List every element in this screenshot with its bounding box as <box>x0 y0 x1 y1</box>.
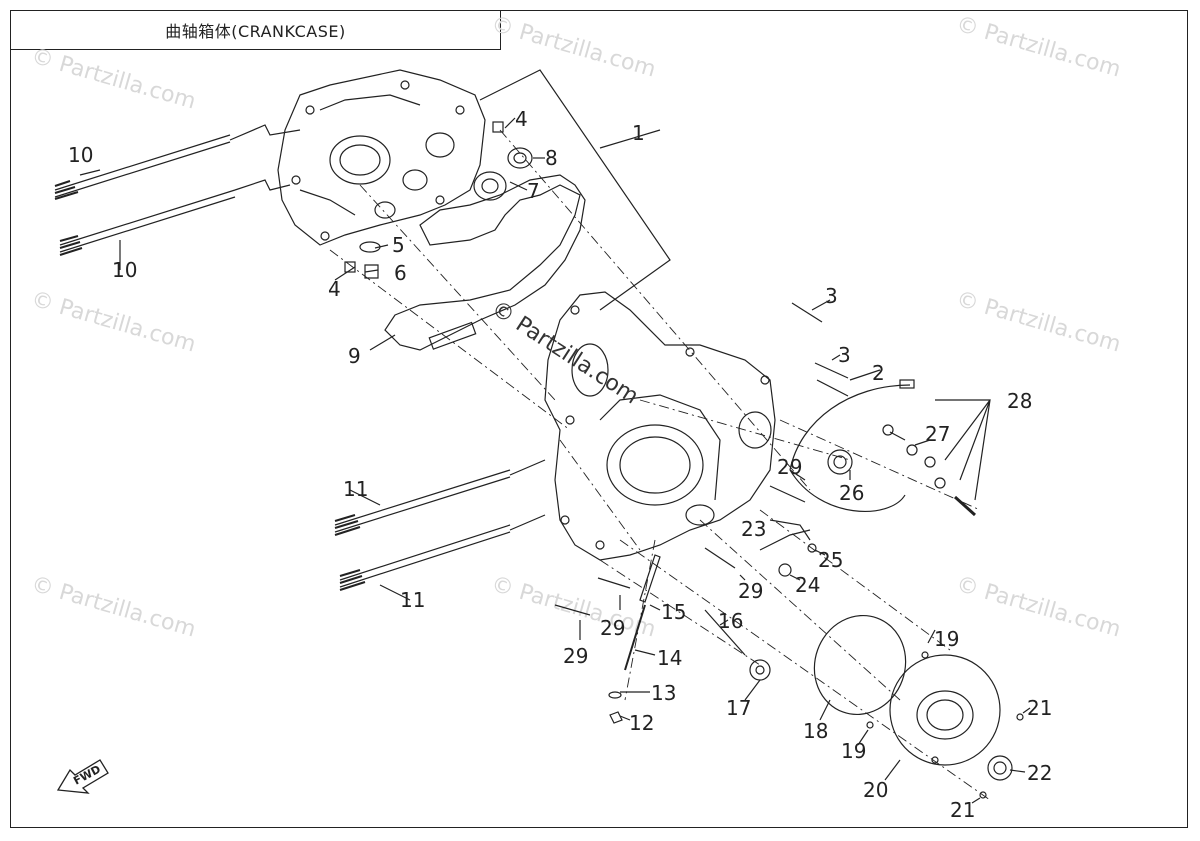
callout: 24 <box>795 573 820 597</box>
callout: 6 <box>394 261 407 285</box>
callout: 8 <box>545 146 558 170</box>
stud-bolts-10 <box>54 134 236 256</box>
callout: 29 <box>563 644 588 668</box>
callout: 15 <box>661 600 686 624</box>
callout: 12 <box>629 711 654 735</box>
leader-lines <box>79 69 1031 804</box>
callout: 10 <box>112 258 137 282</box>
crankcase-gasket <box>384 174 586 351</box>
watermark: © Partzilla.com <box>28 572 198 643</box>
diagram-title: 曲轴箱体(CRANKCASE) <box>165 22 346 41</box>
callout: 28 <box>1007 389 1032 413</box>
callout: 29 <box>600 616 625 640</box>
watermark: © Partzilla.com <box>953 287 1123 358</box>
callout: 7 <box>527 179 540 203</box>
title-box: 曲轴箱体(CRANKCASE) <box>10 10 501 50</box>
callout: 29 <box>738 579 763 603</box>
callout: 26 <box>839 481 864 505</box>
callout: 4 <box>515 107 528 131</box>
forward-arrow-icon: FWD <box>56 759 109 794</box>
drain-plug <box>364 264 379 279</box>
assembly-lines <box>329 129 991 801</box>
oil-seal <box>987 755 1013 781</box>
callout: 5 <box>392 233 405 257</box>
screw <box>1016 713 1024 721</box>
oil-seal <box>827 449 853 475</box>
callout: 18 <box>803 719 828 743</box>
watermark: © Partzilla.com <box>953 572 1123 643</box>
callout: 13 <box>651 681 676 705</box>
watermark: © Partzilla.com <box>953 12 1123 83</box>
watermark: © Partzilla.com <box>488 12 658 83</box>
callout: 16 <box>718 609 743 633</box>
washer <box>778 563 792 577</box>
callout: 19 <box>934 627 959 651</box>
callout: 19 <box>841 739 866 763</box>
callout: 3 <box>838 343 851 367</box>
callout: 3 <box>825 284 838 308</box>
center-watermark: © Partzilla.com <box>487 296 643 409</box>
screw <box>979 791 987 799</box>
cable-connector <box>899 379 915 389</box>
callout: 27 <box>925 422 950 446</box>
callout: 4 <box>328 277 341 301</box>
bolts <box>554 302 977 616</box>
diagram-frame <box>10 10 1188 828</box>
callout: 25 <box>818 548 843 572</box>
callout: 11 <box>400 588 425 612</box>
bolt <box>807 543 817 553</box>
callout: 10 <box>68 143 93 167</box>
watermarks: © Partzilla.com © Partzilla.com © Partzi… <box>28 12 1123 643</box>
left-crankcase-half <box>277 69 486 246</box>
stud-bolts-11 <box>334 469 511 591</box>
dowel-pin <box>492 121 504 133</box>
callout: 21 <box>1027 696 1052 720</box>
cable <box>789 384 911 512</box>
watermark: © Partzilla.com <box>28 287 198 358</box>
callout: 17 <box>726 696 751 720</box>
side-cover <box>866 651 1001 766</box>
watermark: © Partzilla.com <box>28 44 198 115</box>
bearings <box>473 147 533 201</box>
callout-labels: 1 2 3 3 4 4 5 6 7 8 9 10 10 11 11 12 13 … <box>68 107 1052 822</box>
callout: 29 <box>777 455 802 479</box>
bracket <box>759 529 811 551</box>
callout: 23 <box>741 517 766 541</box>
callout: 22 <box>1027 761 1052 785</box>
right-crankcase-half <box>544 291 776 561</box>
callout: 2 <box>872 361 885 385</box>
o-ring <box>813 614 907 716</box>
callout: 14 <box>657 646 682 670</box>
callout: 11 <box>343 477 368 501</box>
callout: 1 <box>632 121 645 145</box>
callout: 21 <box>950 798 975 822</box>
callout: 9 <box>348 344 361 368</box>
callout: 20 <box>863 778 888 802</box>
watermark: © Partzilla.com <box>488 572 658 643</box>
